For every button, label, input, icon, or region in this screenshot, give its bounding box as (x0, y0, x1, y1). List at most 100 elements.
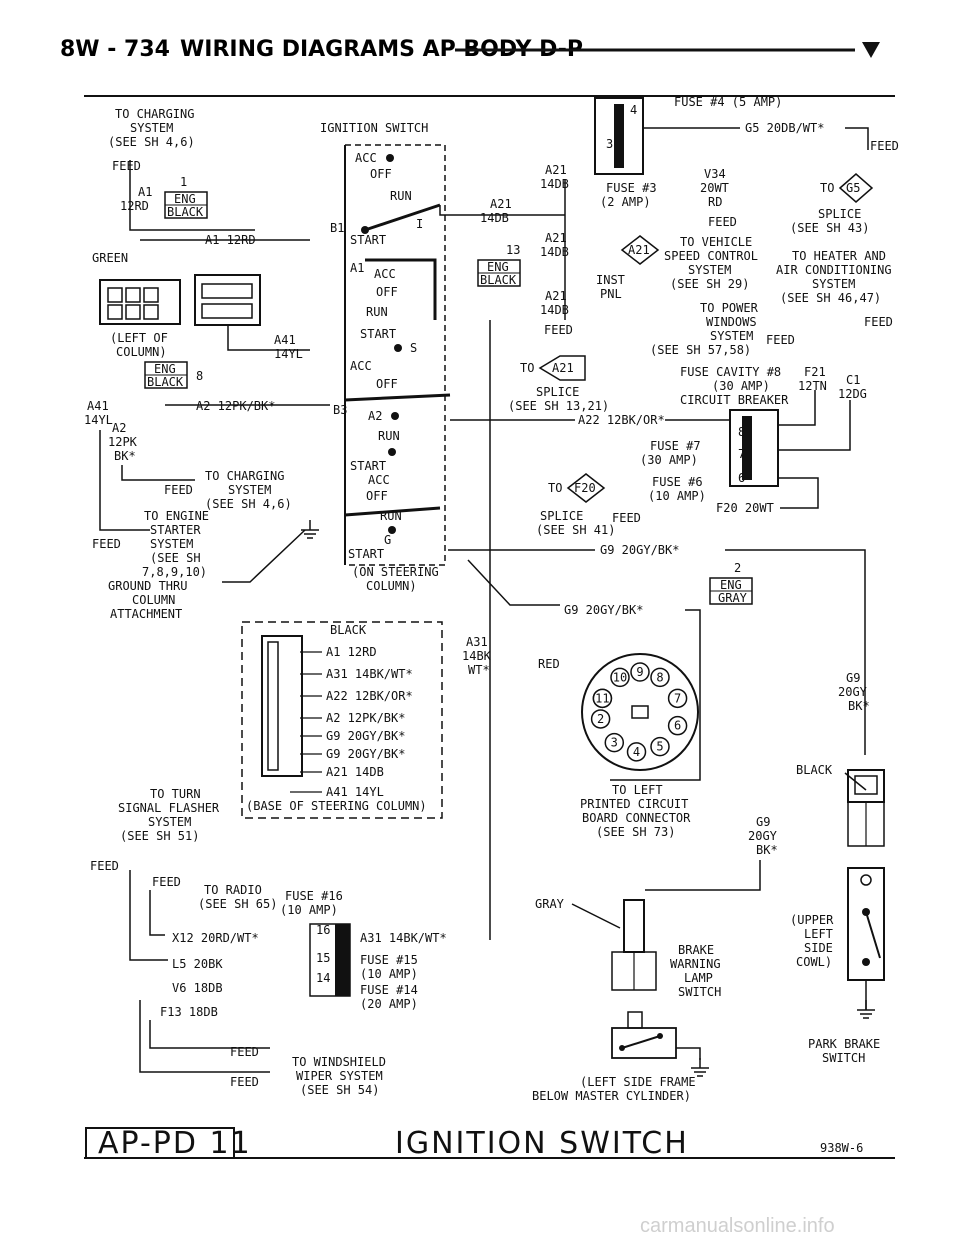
connector-pin-label: 7 (674, 691, 681, 705)
label-a31-2: 14BK (462, 649, 492, 663)
label-vsc-1: TO VEHICLE (680, 235, 752, 249)
label-fc8-2: (30 AMP) (712, 379, 770, 393)
label-on-steering-1: (ON STEERING (352, 565, 439, 579)
label-fuse-16: 16 (316, 923, 330, 937)
label-cowl-3: SIDE (804, 941, 833, 955)
label-charging-3: (SEE SH 4,6) (108, 135, 195, 149)
label-f20-wire: F20 20WT (716, 501, 774, 515)
label-eng: ENG (174, 192, 196, 206)
label-feed-f20: FEED (612, 511, 641, 525)
label-pw-2: WINDOWS (706, 315, 757, 329)
a41-a2-wires: A41 14YL ENG BLACK 8 A41 14YL A2 12PK/BK… (84, 325, 330, 531)
label-green: GREEN (92, 251, 128, 265)
label-wiper-2: WIPER SYSTEM (296, 1069, 383, 1083)
label-b3: B3 (333, 403, 347, 417)
label-turn-3: SYSTEM (148, 815, 191, 829)
label-vsc-2: SPEED CONTROL (664, 249, 758, 263)
figure-id: 938W-6 (820, 1141, 863, 1155)
label-fuse-8-num: 8 (738, 425, 745, 439)
label-fuse16-2: (10 AMP) (280, 903, 338, 917)
label-g-pos: G (384, 533, 391, 547)
label-black: BLACK (167, 205, 204, 219)
label-gray-conn: GRAY (718, 591, 748, 605)
fuse-4-3-group: 4 3 FUSE #4 (5 AMP) G5 20DB/WT* FEED V34… (594, 95, 899, 357)
label-conn-w6: G9 20GY/BK* (326, 747, 405, 761)
connector-pin-label: 11 (595, 691, 609, 705)
label-splice-a21-1: SPLICE (536, 385, 579, 399)
label-2: 2 (734, 561, 741, 575)
label-fuse14-2: (20 AMP) (360, 997, 418, 1011)
label-pc-4: (SEE SH 73) (596, 825, 675, 839)
label-feed-wiper-1: FEED (230, 1045, 259, 1059)
label-pc-1: TO LEFT (612, 783, 663, 797)
label-feed-3: FEED (92, 537, 121, 551)
label-v34-3: RD (708, 195, 722, 209)
label-pw-1: TO POWER (700, 301, 759, 315)
label-left-of: (LEFT OF (110, 331, 168, 345)
label-fc8-1: FUSE CAVITY #8 (680, 365, 781, 379)
label-feed-hvac: FEED (864, 315, 893, 329)
connector-key-icon (631, 705, 649, 719)
label-fuse-4-num: 4 (630, 103, 637, 117)
label-feed-wiper-2: FEED (230, 1075, 259, 1089)
connector-pin-label: 5 (656, 740, 663, 754)
label-12pk: 12PK (108, 435, 138, 449)
label-brake-warning-2: WARNING (670, 957, 721, 971)
label-g9-wire-2: G9 20GY/BK* (564, 603, 643, 617)
label-black-8: BLACK (147, 375, 184, 389)
label-engine-5: 7,8,9,10) (142, 565, 207, 579)
connector-pin-label: 9 (636, 665, 643, 679)
label-a31-1: A31 (466, 635, 488, 649)
label-wiper-3: (SEE SH 54) (300, 1083, 379, 1097)
label-radio-1: TO RADIO (204, 883, 262, 897)
diagram-title: IGNITION SWITCH (395, 1126, 689, 1161)
label-cowl-2: LEFT (804, 927, 833, 941)
label-black-right: BLACK (796, 763, 833, 777)
label-fuse3-1: FUSE #3 (606, 181, 657, 195)
label-splice-a21-2: (SEE SH 13,21) (508, 399, 609, 413)
label-fuse-7-num: 7 (738, 447, 745, 461)
connector-pin-label: 2 (597, 712, 604, 726)
label-fuse-15: 15 (316, 951, 330, 965)
label-pc-3: BOARD CONNECTOR (582, 811, 691, 825)
label-fuse15-1: FUSE #15 (360, 953, 418, 967)
label-8: 8 (196, 369, 203, 383)
label-black-13: BLACK (480, 273, 517, 287)
connector-pins: 1098765432111 (590, 662, 688, 762)
label-on-steering-2: COLUMN) (366, 579, 417, 593)
label-engine-3: SYSTEM (150, 537, 193, 551)
a21-inst-group: A21 14DB A21 14DB A21 14DB 13 ENG BLACK … (470, 163, 625, 413)
label-fuse3-2: (2 AMP) (600, 195, 651, 209)
label-conn-w5: G9 20GY/BK* (326, 729, 405, 743)
label-run-3: RUN (378, 429, 400, 443)
printed-circuit-connector: RED 1098765432111 TO LEFT PRINTED CIRCUI… (538, 653, 699, 839)
connector-pin-label: 10 (613, 670, 627, 684)
label-conn-w4: A2 12PK/BK* (326, 711, 405, 725)
label-a2: A2 (112, 421, 126, 435)
connector-pin-4: 4 (626, 742, 647, 762)
label-conn-w2: A31 14BK/WT* (326, 667, 413, 681)
label-g9-right-1: G9 (846, 671, 860, 685)
label-fuse14-1: FUSE #14 (360, 983, 418, 997)
connector-pin-label: 6 (674, 719, 681, 733)
brake-warning-switch: GRAY BRAKE WARNING LAMP SWITCH (LEFT SID… (532, 897, 721, 1103)
label-to-g5: TO (820, 181, 834, 195)
label-conn-w8: A41 14YL (326, 785, 384, 799)
label-eng-2: ENG (720, 578, 742, 592)
label-a41: A41 (274, 333, 296, 347)
column-base-connector: BLACK A1 12RD A31 14BK/WT* A22 12BK/OR* … (241, 621, 443, 819)
label-feed-a21: FEED (544, 323, 573, 337)
label-14db-4: 14DB (540, 303, 569, 317)
label-pnl: PNL (600, 287, 622, 301)
label-engine-4: (SEE SH (150, 551, 201, 565)
label-a2-sw: A2 (368, 409, 382, 423)
label-vsc-4: (SEE SH 29) (670, 277, 749, 291)
label-12dg: 12DG (838, 387, 867, 401)
label-frame-2: BELOW MASTER CYLINDER) (532, 1089, 691, 1103)
label-14db-2: 14DB (480, 211, 509, 225)
label-l5: L5 20BK (172, 957, 223, 971)
label-to-f20: TO (548, 481, 562, 495)
label-a22-wire: A22 12BK/OR* (578, 413, 665, 427)
g9-wires: G9 20GY/BK* 2 ENG GRAY G9 20GY/BK* A31 1… (448, 320, 870, 940)
label-hvac-1: TO HEATER AND (792, 249, 886, 263)
